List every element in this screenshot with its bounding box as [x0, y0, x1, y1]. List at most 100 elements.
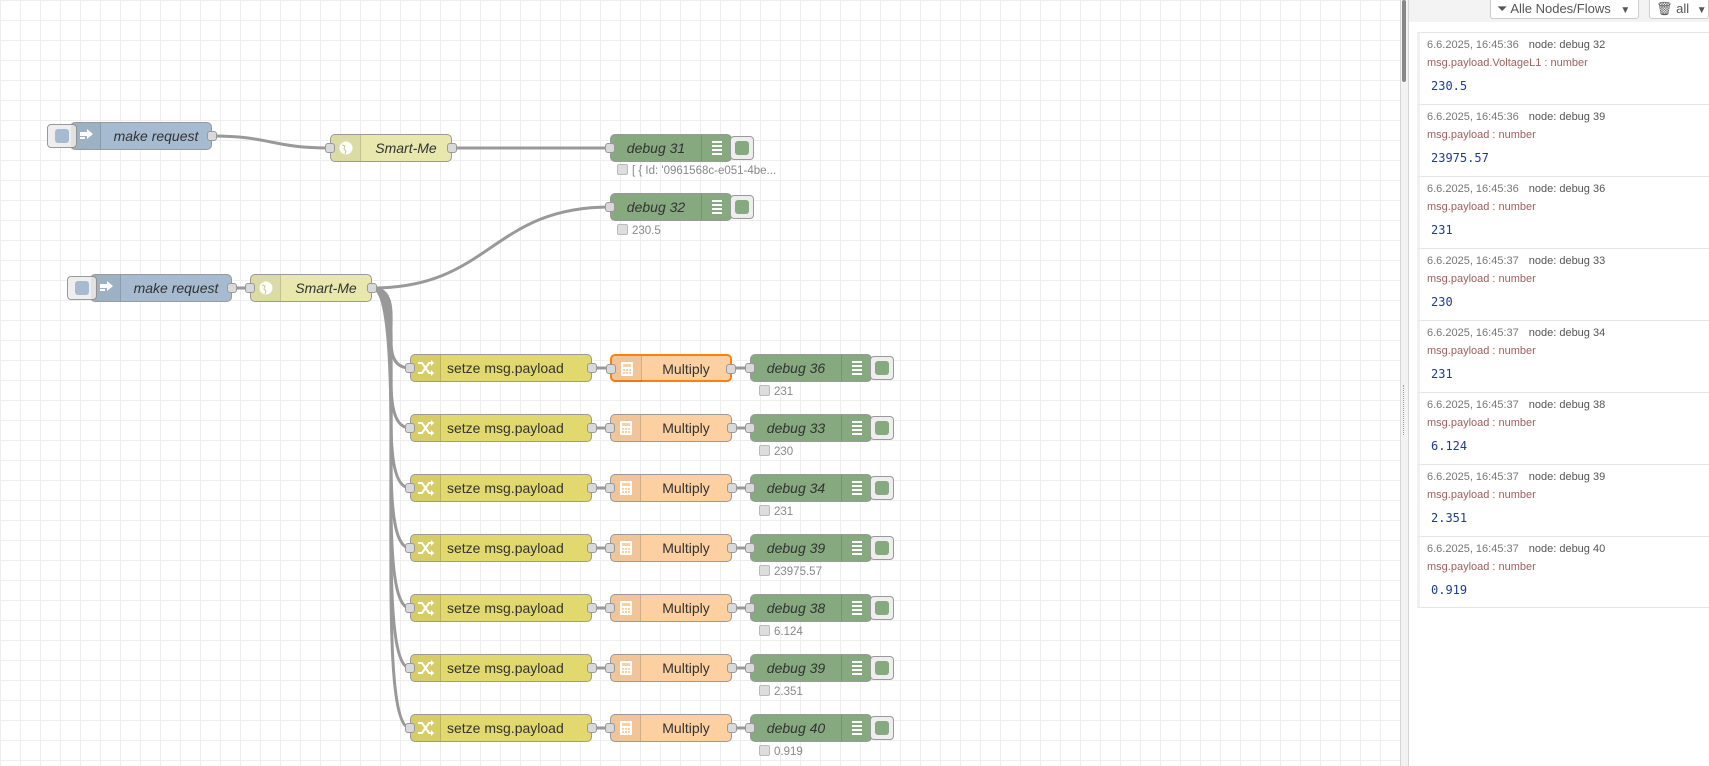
function-node[interactable]: Multiply — [605, 474, 737, 502]
inject-node[interactable]: make request — [47, 122, 217, 150]
change-node[interactable]: setze msg.payload — [405, 474, 597, 502]
debug-toggle-button[interactable] — [870, 596, 894, 620]
change-node[interactable]: setze msg.payload — [405, 594, 597, 622]
debug-toggle-button[interactable] — [730, 195, 754, 219]
output-port[interactable] — [726, 364, 736, 374]
message-node-link[interactable]: node: debug 40 — [1528, 543, 1606, 555]
function-node[interactable]: Multiply — [605, 714, 737, 742]
function-node[interactable]: Multiply — [606, 354, 736, 382]
input-port[interactable] — [606, 364, 616, 374]
message-value[interactable]: 231 — [1431, 367, 1453, 381]
output-port[interactable] — [727, 483, 737, 493]
input-port[interactable] — [245, 283, 255, 293]
output-port[interactable] — [727, 423, 737, 433]
output-port[interactable] — [587, 663, 597, 673]
function-node[interactable]: Multiply — [605, 594, 737, 622]
debug-node[interactable]: debug 39 — [745, 654, 894, 682]
output-port[interactable] — [587, 603, 597, 613]
function-node[interactable]: Multiply — [605, 414, 737, 442]
input-port[interactable] — [605, 143, 615, 153]
input-port[interactable] — [605, 543, 615, 553]
debug-node[interactable]: debug 33 — [745, 414, 894, 442]
debug-node[interactable]: debug 31 — [605, 134, 754, 162]
function-node[interactable]: Multiply — [605, 534, 737, 562]
input-port[interactable] — [605, 663, 615, 673]
http-request-node[interactable]: Smart-Me — [245, 274, 377, 302]
message-node-link[interactable]: node: debug 38 — [1528, 399, 1606, 411]
debug-toggle-button[interactable] — [730, 136, 754, 160]
change-node[interactable]: setze msg.payload — [405, 354, 597, 382]
message-node-link[interactable]: node: debug 32 — [1528, 39, 1606, 51]
input-port[interactable] — [745, 723, 755, 733]
inject-node[interactable]: make request — [67, 274, 237, 302]
message-node-link[interactable]: node: debug 36 — [1528, 183, 1606, 195]
input-port[interactable] — [405, 543, 415, 553]
sidebar-resize-handle[interactable] — [1400, 0, 1409, 766]
output-port[interactable] — [587, 363, 597, 373]
inject-trigger-button[interactable] — [67, 276, 97, 300]
input-port[interactable] — [605, 723, 615, 733]
input-port[interactable] — [745, 543, 755, 553]
debug-node[interactable]: debug 36 — [745, 354, 894, 382]
debug-toggle-button[interactable] — [870, 356, 894, 380]
output-port[interactable] — [447, 143, 457, 153]
function-node[interactable]: Multiply — [605, 654, 737, 682]
output-port[interactable] — [587, 723, 597, 733]
canvas-scrollbar[interactable] — [1402, 0, 1406, 82]
inject-trigger-button[interactable] — [47, 124, 77, 148]
input-port[interactable] — [605, 603, 615, 613]
output-port[interactable] — [727, 663, 737, 673]
input-port[interactable] — [405, 663, 415, 673]
input-port[interactable] — [745, 423, 755, 433]
input-port[interactable] — [325, 143, 335, 153]
input-port[interactable] — [605, 202, 615, 212]
debug-toggle-button[interactable] — [870, 536, 894, 560]
debug-toggle-button[interactable] — [870, 716, 894, 740]
debug-toggle-button[interactable] — [870, 476, 894, 500]
message-value[interactable]: 6.124 — [1431, 439, 1468, 453]
debug-node[interactable]: debug 39 — [745, 534, 894, 562]
debug-node[interactable]: debug 34 — [745, 474, 894, 502]
message-value[interactable]: 230 — [1431, 295, 1453, 309]
input-port[interactable] — [405, 603, 415, 613]
input-port[interactable] — [745, 603, 755, 613]
output-port[interactable] — [587, 543, 597, 553]
http-request-node[interactable]: Smart-Me — [325, 134, 457, 162]
wire[interactable] — [211, 134, 331, 150]
input-port[interactable] — [405, 483, 415, 493]
message-node-link[interactable]: node: debug 33 — [1528, 255, 1606, 267]
change-node[interactable]: setze msg.payload — [405, 414, 597, 442]
input-port[interactable] — [605, 423, 615, 433]
message-value[interactable]: 0.919 — [1431, 583, 1468, 597]
output-port[interactable] — [727, 603, 737, 613]
output-port[interactable] — [587, 423, 597, 433]
input-port[interactable] — [745, 483, 755, 493]
flow-canvas[interactable]: make request Smart-Me debug 31 [ { Id: '… — [0, 0, 1400, 766]
output-port[interactable] — [227, 283, 237, 293]
input-port[interactable] — [745, 363, 755, 373]
debug-node[interactable]: debug 40 — [745, 714, 894, 742]
input-port[interactable] — [745, 663, 755, 673]
output-port[interactable] — [367, 283, 377, 293]
message-node-link[interactable]: node: debug 39 — [1528, 471, 1606, 483]
input-port[interactable] — [405, 363, 415, 373]
wire[interactable] — [371, 205, 611, 290]
message-node-link[interactable]: node: debug 39 — [1528, 111, 1606, 123]
filter-dropdown[interactable]: ⏷ Alle Nodes/Flows ▼ — [1490, 0, 1639, 19]
output-port[interactable] — [207, 131, 217, 141]
input-port[interactable] — [405, 423, 415, 433]
wire[interactable] — [371, 286, 411, 730]
change-node[interactable]: setze msg.payload — [405, 714, 597, 742]
debug-toggle-button[interactable] — [870, 416, 894, 440]
input-port[interactable] — [405, 723, 415, 733]
message-value[interactable]: 23975.57 — [1431, 151, 1489, 165]
change-node[interactable]: setze msg.payload — [405, 654, 597, 682]
